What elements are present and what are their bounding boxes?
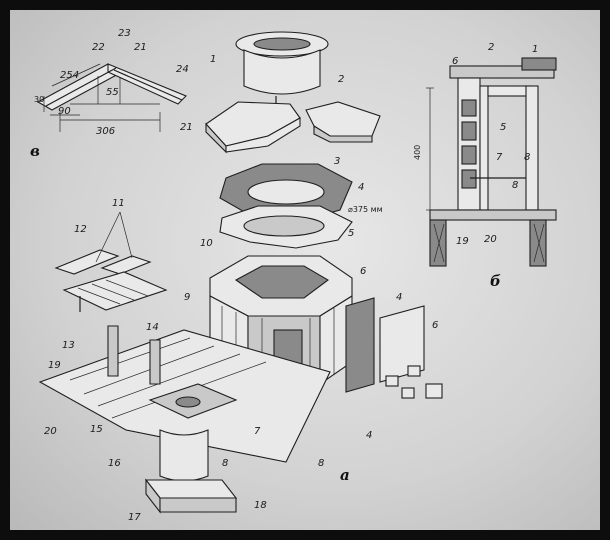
callout-10: 10 bbox=[200, 238, 213, 249]
callout-19: 19 bbox=[48, 360, 61, 371]
callout-11: 11 bbox=[112, 198, 125, 209]
callout-5: 5 bbox=[348, 228, 354, 239]
callout-17: 17 bbox=[128, 512, 141, 523]
part-5-base-plate bbox=[219, 205, 353, 249]
callout-20-b: 20 bbox=[484, 234, 497, 245]
callout-15: 15 bbox=[90, 424, 103, 435]
callout-1-b: 1 bbox=[532, 44, 538, 55]
callout-21-top: 21 bbox=[134, 42, 147, 53]
callout-4-top: 4 bbox=[358, 182, 364, 193]
dim-55: 55 bbox=[106, 87, 119, 98]
callout-6-side: 6 bbox=[432, 320, 438, 331]
callout-4-side: 4 bbox=[396, 292, 402, 303]
callout-20: 20 bbox=[44, 426, 57, 437]
callout-12: 12 bbox=[74, 224, 87, 235]
panel-label-v: в bbox=[30, 142, 40, 160]
callout-6-b: 6 bbox=[452, 56, 458, 67]
part-12-bench-top bbox=[54, 249, 152, 275]
panel-label-b: б bbox=[490, 272, 501, 290]
dim-diameter: ⌀375 мм bbox=[348, 205, 383, 214]
callout-8-a-right: 8 bbox=[318, 458, 324, 469]
callout-8-a-left: 8 bbox=[222, 458, 228, 469]
callout-6-a: 6 bbox=[360, 266, 366, 277]
callout-23: 23 bbox=[118, 28, 131, 39]
callout-7-b: 7 bbox=[496, 152, 503, 163]
part-4-side-grate bbox=[345, 297, 443, 399]
callout-9: 9 bbox=[184, 292, 190, 303]
callout-2-b: 2 bbox=[488, 42, 494, 53]
panel-label-a: а bbox=[340, 466, 350, 484]
callout-7-a: 7 bbox=[254, 426, 261, 437]
dim-90: 90 bbox=[58, 106, 71, 117]
callout-24: 24 bbox=[176, 64, 189, 75]
callout-5-b: 5 bbox=[500, 122, 506, 133]
part-1-grate-cylinder bbox=[235, 31, 329, 104]
dim-30: 30 bbox=[34, 95, 44, 104]
panel-v-roof-truss bbox=[36, 63, 187, 132]
callout-13: 13 bbox=[62, 340, 75, 351]
callout-21-bottom: 21 bbox=[180, 122, 193, 133]
part-16-firebox-door bbox=[148, 383, 238, 419]
part-2-top-ring bbox=[205, 101, 381, 154]
callout-14: 14 bbox=[146, 322, 159, 333]
leader-11a bbox=[95, 211, 121, 263]
panel-b-wall-section bbox=[426, 57, 557, 267]
callout-8-b-bottom: 8 bbox=[512, 180, 518, 191]
callout-18: 18 bbox=[254, 500, 267, 511]
callout-3: 3 bbox=[334, 156, 340, 167]
dim-254: 254 bbox=[60, 70, 79, 81]
callout-22: 22 bbox=[92, 42, 105, 53]
callout-4-bottom: 4 bbox=[366, 430, 372, 441]
dim-306: 306 bbox=[96, 126, 115, 137]
callout-8-b-top: 8 bbox=[524, 152, 530, 163]
callout-2: 2 bbox=[338, 74, 344, 85]
leader-11b bbox=[119, 211, 133, 259]
stove-body bbox=[209, 255, 353, 386]
callout-19-b: 19 bbox=[456, 236, 469, 247]
callout-16: 16 bbox=[108, 458, 121, 469]
part-14-bench-frame bbox=[62, 271, 168, 312]
dim-400: 400 bbox=[413, 145, 422, 160]
callout-1: 1 bbox=[210, 54, 216, 65]
part-17-pedestal bbox=[144, 429, 238, 514]
